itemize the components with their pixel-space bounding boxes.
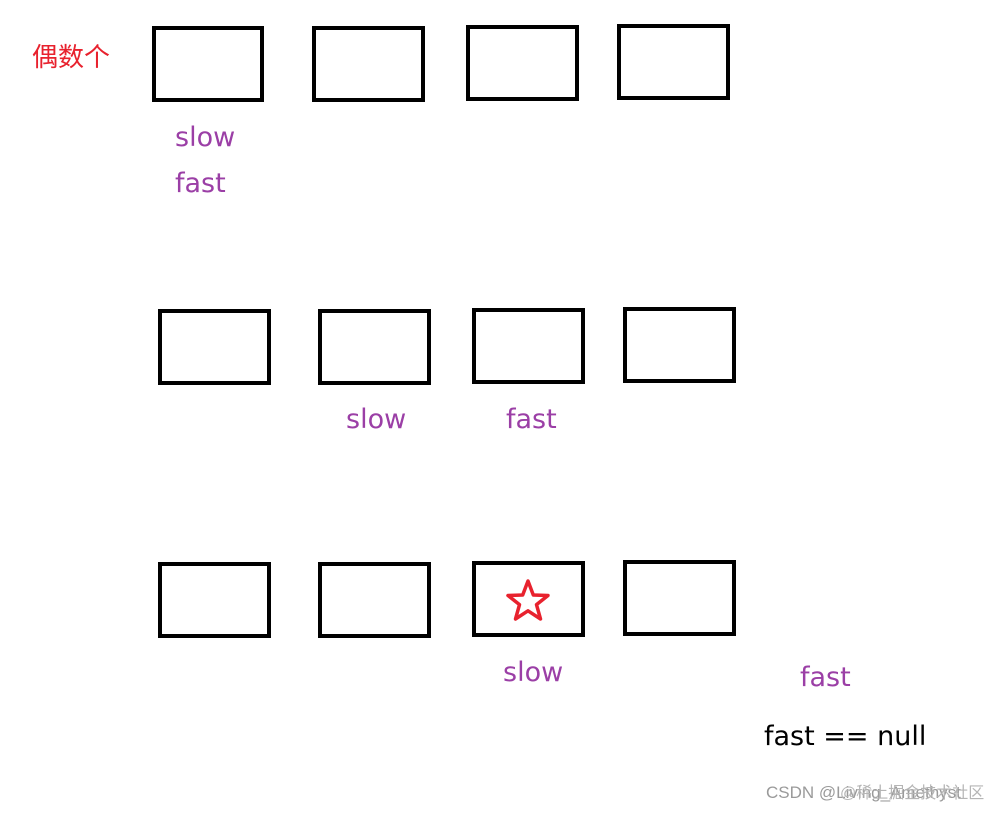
slow-pointer-label-row1: slow (175, 122, 236, 153)
csdn-watermark: CSDN @Living_Amethyst @稀土掘金技术社区 (766, 783, 984, 802)
fast-null-condition: fast == null (764, 721, 927, 752)
slow-pointer-label-row2: slow (346, 404, 407, 435)
watermark-text: CSDN @Living_Amethyst (766, 783, 961, 802)
watermark-overlay-text: @稀土掘金技术社区 (840, 785, 985, 802)
list-node-1-4 (617, 24, 730, 100)
star-icon (506, 579, 550, 621)
list-node-2-3 (472, 308, 585, 384)
fast-pointer-label-row1: fast (175, 168, 226, 199)
list-node-3-2 (318, 562, 431, 638)
list-node-1-1 (152, 26, 264, 102)
heading-even-count: 偶数个 (32, 43, 111, 73)
list-node-2-1 (158, 309, 271, 385)
slow-pointer-label-row3: slow (503, 657, 564, 688)
list-node-2-2 (318, 309, 431, 385)
list-node-1-2 (312, 26, 425, 102)
list-node-2-4 (623, 307, 736, 383)
fast-pointer-label-row2: fast (506, 404, 557, 435)
list-node-3-4 (623, 560, 736, 636)
fast-pointer-label-row3: fast (800, 662, 851, 693)
list-node-3-1 (158, 562, 271, 638)
list-node-1-3 (466, 25, 579, 101)
list-node-3-3 (472, 561, 585, 637)
